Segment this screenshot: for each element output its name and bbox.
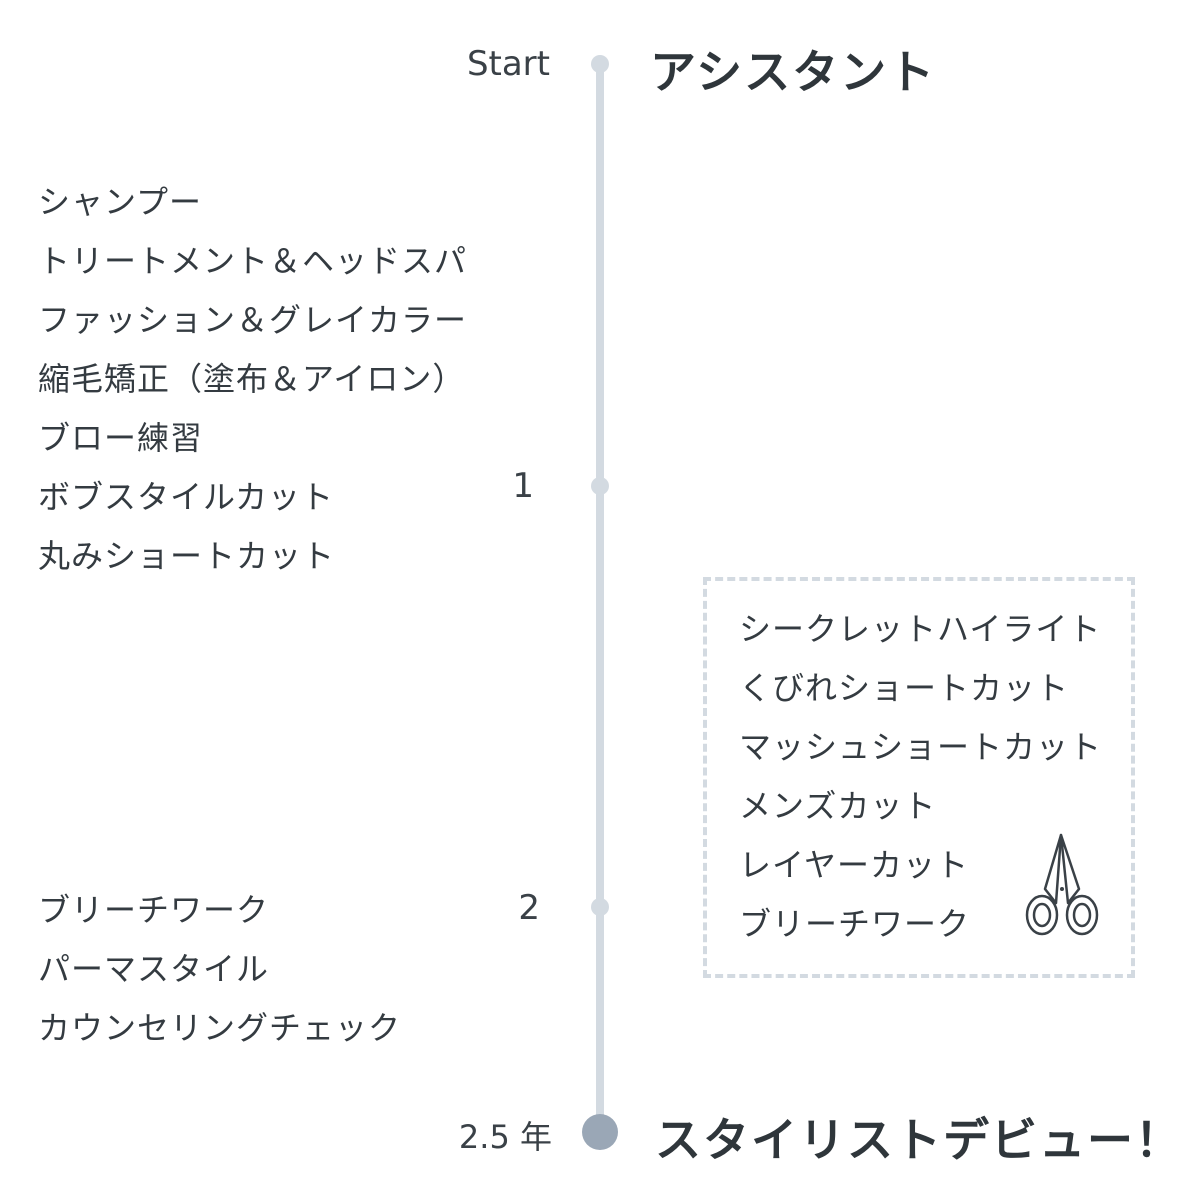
end-label: 2.5 年 (458, 1118, 552, 1156)
skill-item: トリートメント＆ヘッドスパ (38, 242, 468, 280)
year2-skill-list: ブリーチワーク パーマスタイル カウンセリングチェック (38, 881, 401, 1058)
assistant-title: アシスタント (650, 45, 937, 99)
skill-item: ブロー練習 (38, 419, 204, 457)
stylist-skill-list: シークレットハイライト くびれショートカット マッシュショートカット メンズカッ… (739, 600, 1102, 954)
end-dot (582, 1114, 618, 1150)
skill-item: くびれショートカット (739, 669, 1070, 707)
skill-item: シークレットハイライト (739, 610, 1102, 648)
skill-item: ブリーチワーク (38, 891, 270, 929)
timeline-line (596, 64, 604, 1132)
skill-item: 丸みショートカット (38, 537, 336, 575)
skill-item: レイヤーカット (739, 846, 970, 884)
milestone-2-dot (591, 898, 609, 916)
skill-item: シャンプー (38, 183, 203, 221)
skill-item: マッシュショートカット (739, 728, 1103, 766)
skill-item: パーマスタイル (38, 950, 270, 988)
skill-item: 縮毛矯正（塗布＆アイロン） (38, 360, 466, 398)
start-label: Start (466, 44, 550, 84)
skill-item: ブリーチワーク (739, 905, 971, 943)
milestone-1-label: 1 (512, 466, 534, 506)
skill-item: ボブスタイルカット (38, 478, 335, 516)
skill-item: メンズカット (739, 787, 937, 825)
scissors-icon (1025, 833, 1099, 936)
skill-item: ファッション＆グレイカラー (38, 301, 468, 339)
start-dot (591, 55, 609, 73)
skill-item: カウンセリングチェック (38, 1009, 402, 1047)
year1-skill-list: シャンプー トリートメント＆ヘッドスパ ファッション＆グレイカラー 縮毛矯正（塗… (38, 173, 467, 586)
milestone-2-label: 2 (518, 888, 540, 928)
stylist-debut-title: スタイリストデビュー！ (655, 1113, 1183, 1167)
milestone-1-dot (591, 477, 609, 495)
stylist-skill-box: シークレットハイライト くびれショートカット マッシュショートカット メンズカッ… (703, 577, 1135, 978)
